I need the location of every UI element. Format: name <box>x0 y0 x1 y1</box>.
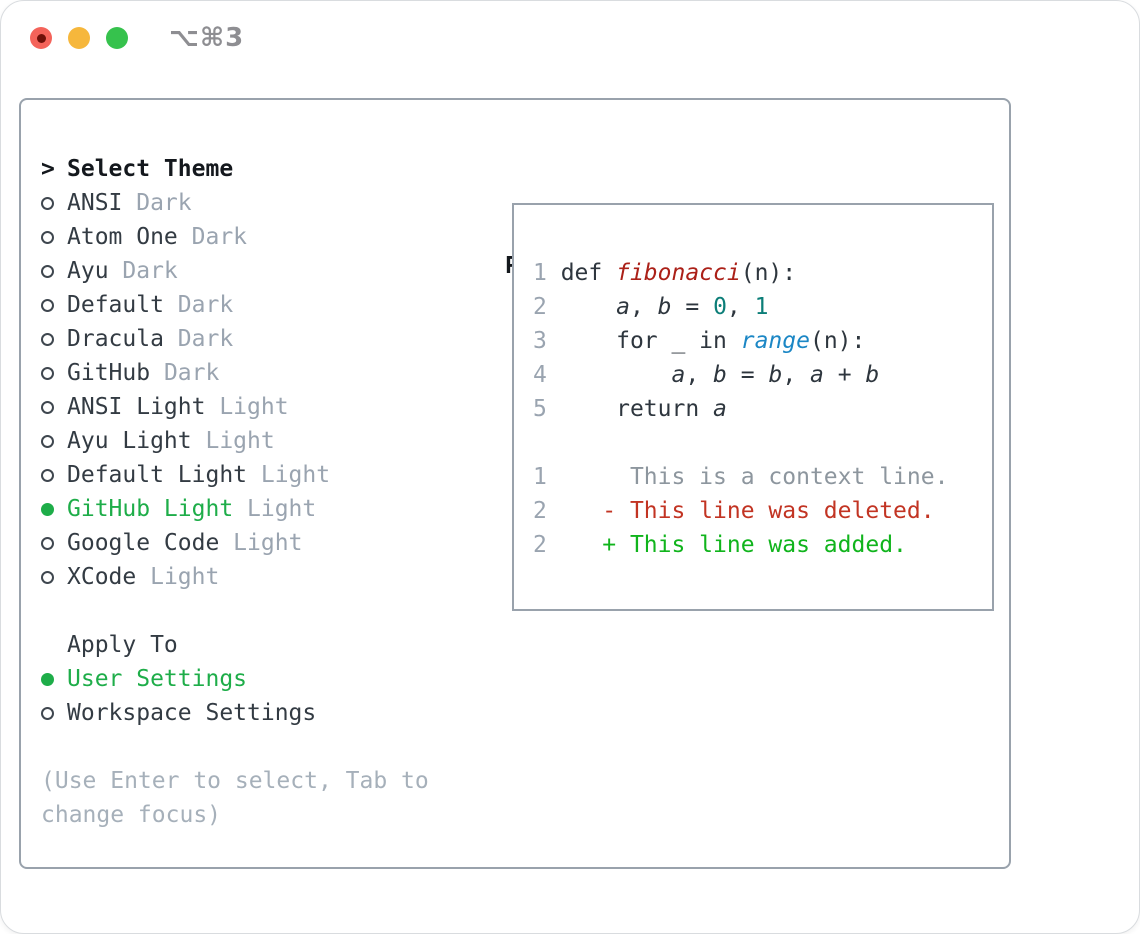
code-line: 2 + This line was added. <box>533 532 907 558</box>
code-line: 1 def fibonacci(n): <box>533 260 797 286</box>
spacer-row <box>41 594 429 628</box>
apply-to-header: Apply To <box>67 632 178 658</box>
radio-unselected-icon <box>41 434 54 448</box>
radio-unselected-icon <box>41 366 54 380</box>
preview-box: 1 def fibonacci(n): 2 a, b = 0, 1 3 for _ … <box>512 203 994 611</box>
window-title: ⌥⌘3 <box>169 23 245 53</box>
theme-option-github-light[interactable]: GitHub Light Light <box>41 492 429 526</box>
radio-unselected-icon <box>41 196 54 210</box>
theme-option-ansi[interactable]: ANSI Dark <box>41 186 429 220</box>
code-line: 5 return a <box>533 396 727 422</box>
spacer-row <box>41 730 429 764</box>
close-dot-icon <box>36 33 46 43</box>
select-theme-header: >Select Theme <box>41 156 234 182</box>
code-line <box>533 426 984 460</box>
theme-option-xcode[interactable]: XCode Light <box>41 560 429 594</box>
preview-code: 1 def fibonacci(n): 2 a, b = 0, 1 3 for _ … <box>533 256 984 562</box>
minimize-button[interactable] <box>68 27 90 49</box>
theme-option-ayu[interactable]: Ayu Dark <box>41 254 429 288</box>
theme-option-github[interactable]: GitHub Dark <box>41 356 429 390</box>
code-line: 4 a, b = b, a + b <box>533 362 880 388</box>
code-line: 2 a, b = 0, 1 <box>533 294 769 320</box>
radio-unselected-icon <box>41 706 54 720</box>
code-line: 3 for _ in range(n): <box>533 328 866 354</box>
radio-unselected-icon <box>41 298 54 312</box>
apply-option-workspace-settings[interactable]: Workspace Settings <box>41 696 429 730</box>
radio-unselected-icon <box>41 332 54 346</box>
radio-unselected-icon <box>41 536 54 550</box>
code-line: 2 - This line was deleted. <box>533 498 935 524</box>
theme-option-ayu-light[interactable]: Ayu Light Light <box>41 424 429 458</box>
radio-unselected-icon <box>41 264 54 278</box>
radio-selected-icon <box>41 672 54 686</box>
close-button[interactable] <box>30 27 52 49</box>
code-line: 1 This is a context line. <box>533 464 949 490</box>
radio-unselected-icon <box>41 468 54 482</box>
prompt-caret-icon: > <box>41 156 55 182</box>
hint-text: change focus) <box>41 802 222 828</box>
apply-option-user-settings[interactable]: User Settings <box>41 662 429 696</box>
theme-option-default-light[interactable]: Default Light Light <box>41 458 429 492</box>
zoom-button[interactable] <box>106 27 128 49</box>
radio-unselected-icon <box>41 400 54 414</box>
radio-unselected-icon <box>41 230 54 244</box>
hint-text: (Use Enter to select, Tab to <box>41 768 429 794</box>
radio-selected-icon <box>41 502 54 516</box>
theme-option-ansi-light[interactable]: ANSI Light Light <box>41 390 429 424</box>
radio-unselected-icon <box>41 570 54 584</box>
titlebar: ⌥⌘3 <box>1 1 1139 75</box>
theme-option-default[interactable]: Default Dark <box>41 288 429 322</box>
theme-option-dracula[interactable]: Dracula Dark <box>41 322 429 356</box>
theme-option-atom-one[interactable]: Atom One Dark <box>41 220 429 254</box>
theme-option-google-code[interactable]: Google Code Light <box>41 526 429 560</box>
